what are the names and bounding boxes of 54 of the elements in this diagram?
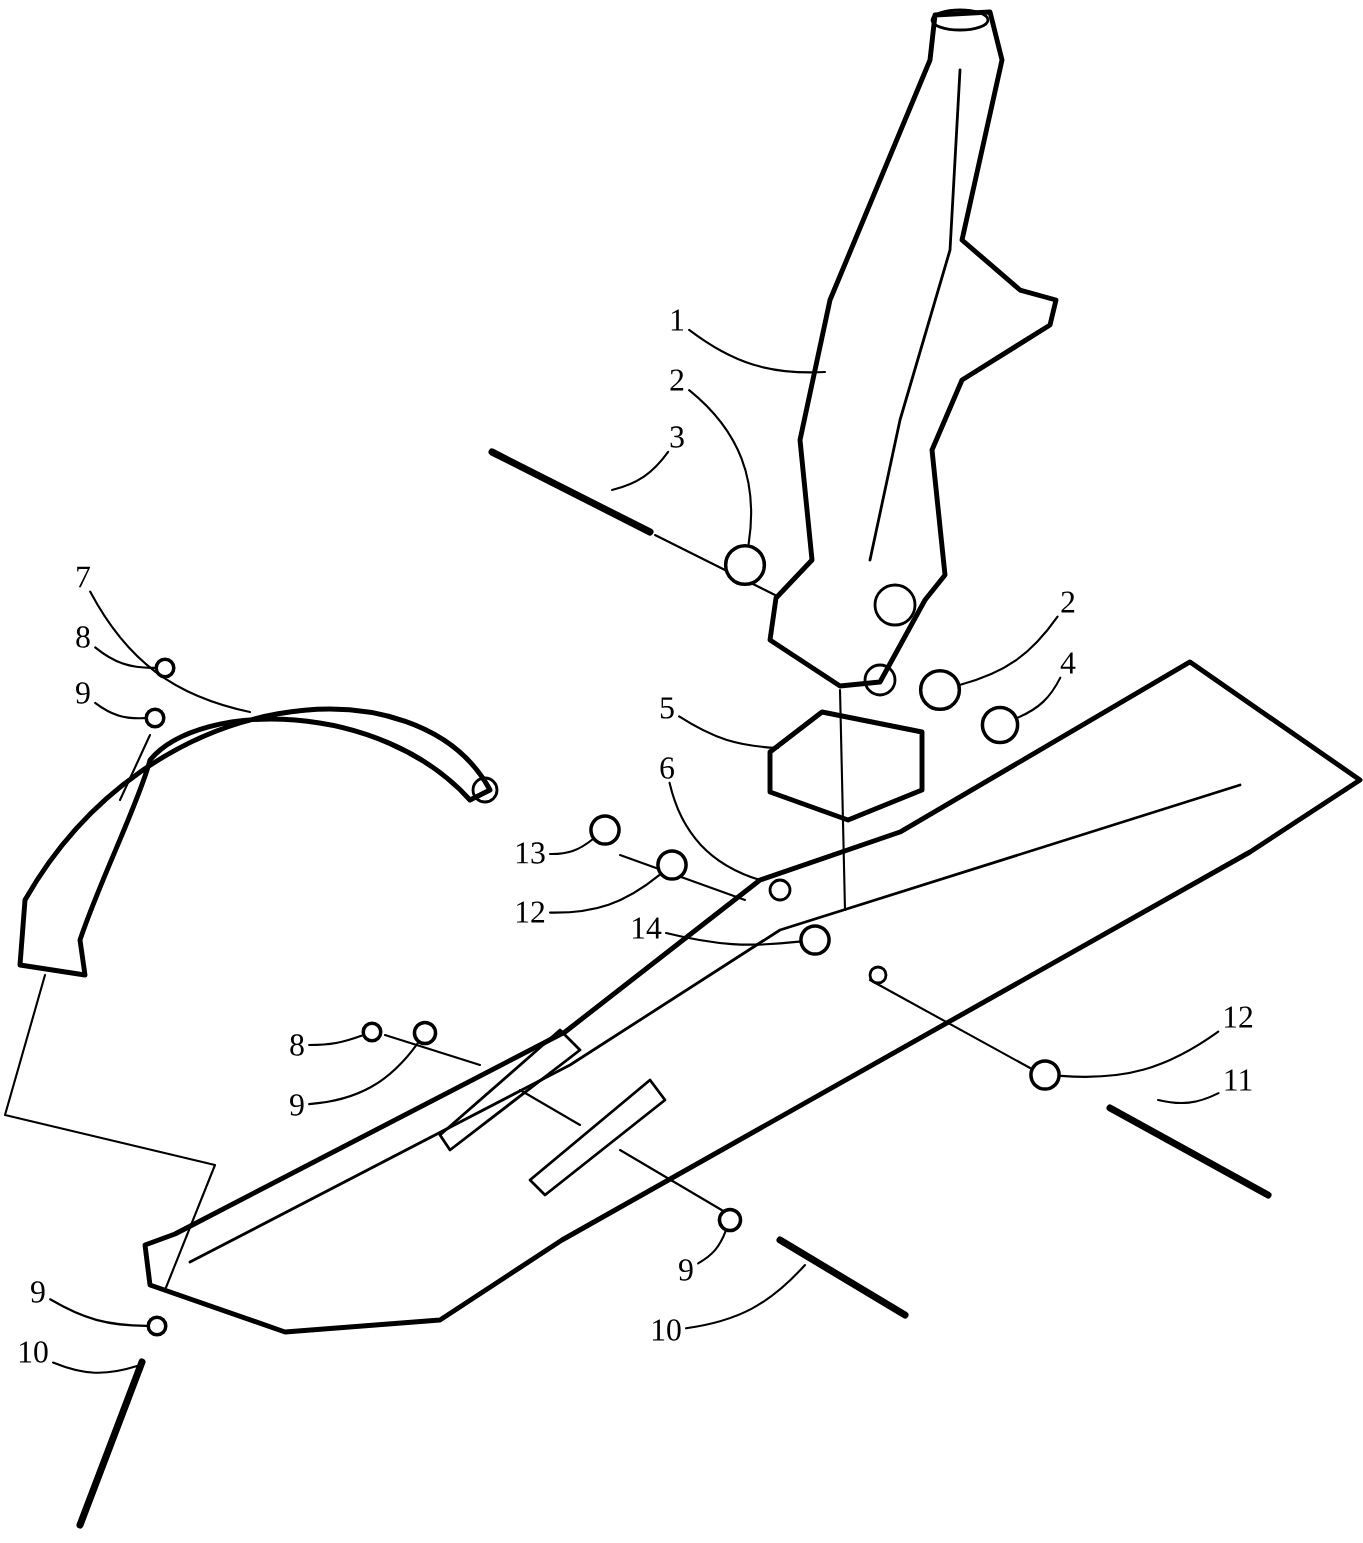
leader-line [688,328,827,374]
washer [412,1020,438,1046]
washer [144,707,166,729]
callout-number: 12 [1224,1006,1253,1028]
leader-line [610,450,670,492]
leader-line [959,615,1059,686]
bushing [980,705,1020,745]
leader-line [549,838,594,856]
callout-number: 9 [31,1281,45,1303]
callout-number: 9 [679,1259,693,1281]
leader-line [94,701,146,720]
washer [1029,1059,1061,1091]
callout-number: 2 [670,369,684,391]
leader-line [1059,1030,1220,1078]
leader-line [697,1230,727,1265]
leader-line [1156,1092,1220,1105]
callout-number: 10 [19,1341,48,1363]
callout-number: 6 [660,757,674,779]
leader-line [688,389,753,546]
callout-number: 13 [516,842,545,864]
callout-number: 8 [290,1034,304,1056]
leader-line [308,1034,364,1047]
leader-line [89,590,252,714]
callout-number: 1 [671,309,684,331]
washer [717,1207,743,1233]
bushing [723,543,767,587]
washer [146,1315,168,1337]
callout-number: 14 [632,917,662,939]
leader-line [94,646,156,669]
leader-line [665,931,801,946]
leader-line [49,1298,148,1327]
callout-number: 9 [290,1094,304,1116]
nut [154,657,176,679]
leader-line [52,1361,139,1374]
callout-number: 2 [1061,591,1075,613]
leader-line [308,1041,419,1106]
leader-line [678,715,780,750]
callout-number: 9 [76,682,90,704]
leader-line [1016,676,1062,719]
callout-number: 5 [660,697,674,719]
callout-number: 10 [652,1319,681,1341]
callout-number: 12 [516,901,545,923]
bushing [918,668,962,712]
nut [361,1021,383,1043]
leader-line [668,781,762,882]
nut [589,814,621,846]
callout-number: 7 [77,566,90,588]
callout-number: 4 [1060,652,1076,674]
washer [656,849,688,881]
callout-number: 3 [670,426,684,448]
callout-number: 11 [1225,1069,1252,1091]
leader-line [549,873,661,914]
leader-line [685,1263,807,1330]
callout-number: 8 [76,626,90,648]
